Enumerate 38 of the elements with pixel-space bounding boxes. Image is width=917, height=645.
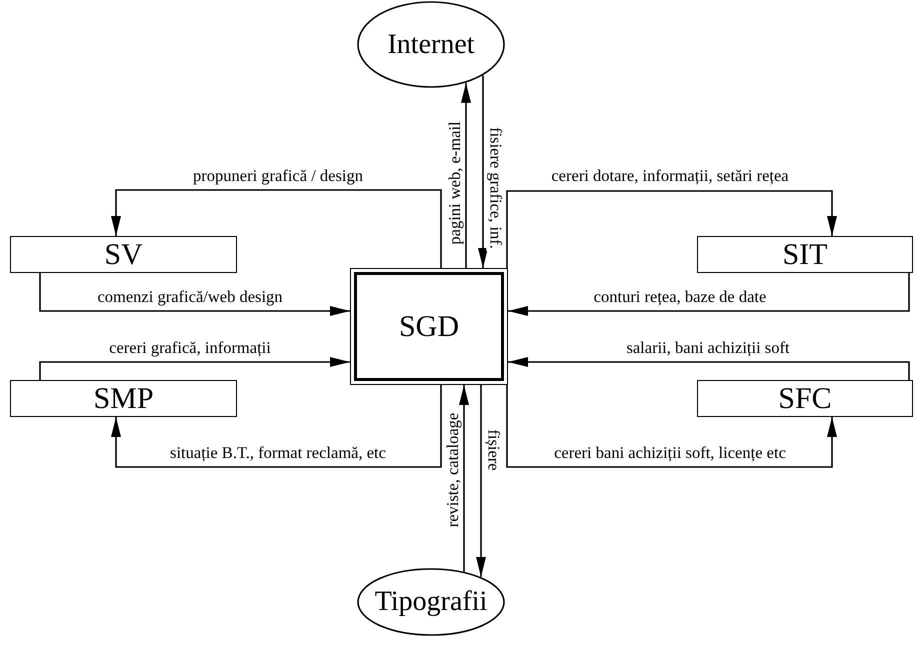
node-label: Internet (387, 30, 475, 58)
arrow (111, 189, 442, 268)
arrow (111, 385, 442, 468)
arrow (39, 357, 350, 380)
subsystem-box (697, 236, 913, 273)
edge-label: fisiere grafice, inf. (486, 125, 504, 251)
node-label: SGD (398, 312, 459, 342)
edge-label: reviste, cataloage (444, 410, 462, 530)
external-entity-ellipse (357, 568, 505, 636)
edge-label: cereri grafică, informații (107, 340, 273, 356)
subsystem-box (10, 236, 237, 273)
external-entity-ellipse (357, 1, 505, 88)
subsystem-box (697, 380, 913, 417)
arrow (508, 273, 910, 316)
edge-label: comenzi grafică/web design (95, 288, 285, 306)
edge-label: salarii, bani achiziții soft (624, 340, 792, 356)
arrow (461, 82, 471, 268)
node-label: SIT (782, 240, 828, 270)
node-label: SMP (93, 384, 154, 414)
arrow (476, 385, 486, 577)
node-label: Tipografii (374, 588, 488, 616)
edge-label: pagini web, e-mail (446, 119, 464, 247)
edge-label: situație B.T., format reclamă, etc (168, 444, 388, 462)
arrow (459, 385, 469, 572)
edge-label: propuneri grafică / design (191, 168, 365, 184)
node-label: SV (104, 240, 143, 270)
arrow (508, 357, 910, 380)
edge-label: conturi rețea, baze de date (592, 288, 768, 306)
central-system-box (350, 268, 508, 385)
arrow (478, 75, 488, 268)
arrow (506, 385, 837, 468)
edge-label: cereri bani achiziții soft, licențe etc (552, 444, 788, 462)
node-label: SFC (778, 384, 832, 414)
edge-label: fișiere (484, 427, 502, 473)
edge-label: cereri dotare, informații, setări rețea (549, 168, 791, 184)
subsystem-box (10, 380, 237, 417)
arrow (39, 273, 350, 316)
arrow (506, 190, 837, 268)
